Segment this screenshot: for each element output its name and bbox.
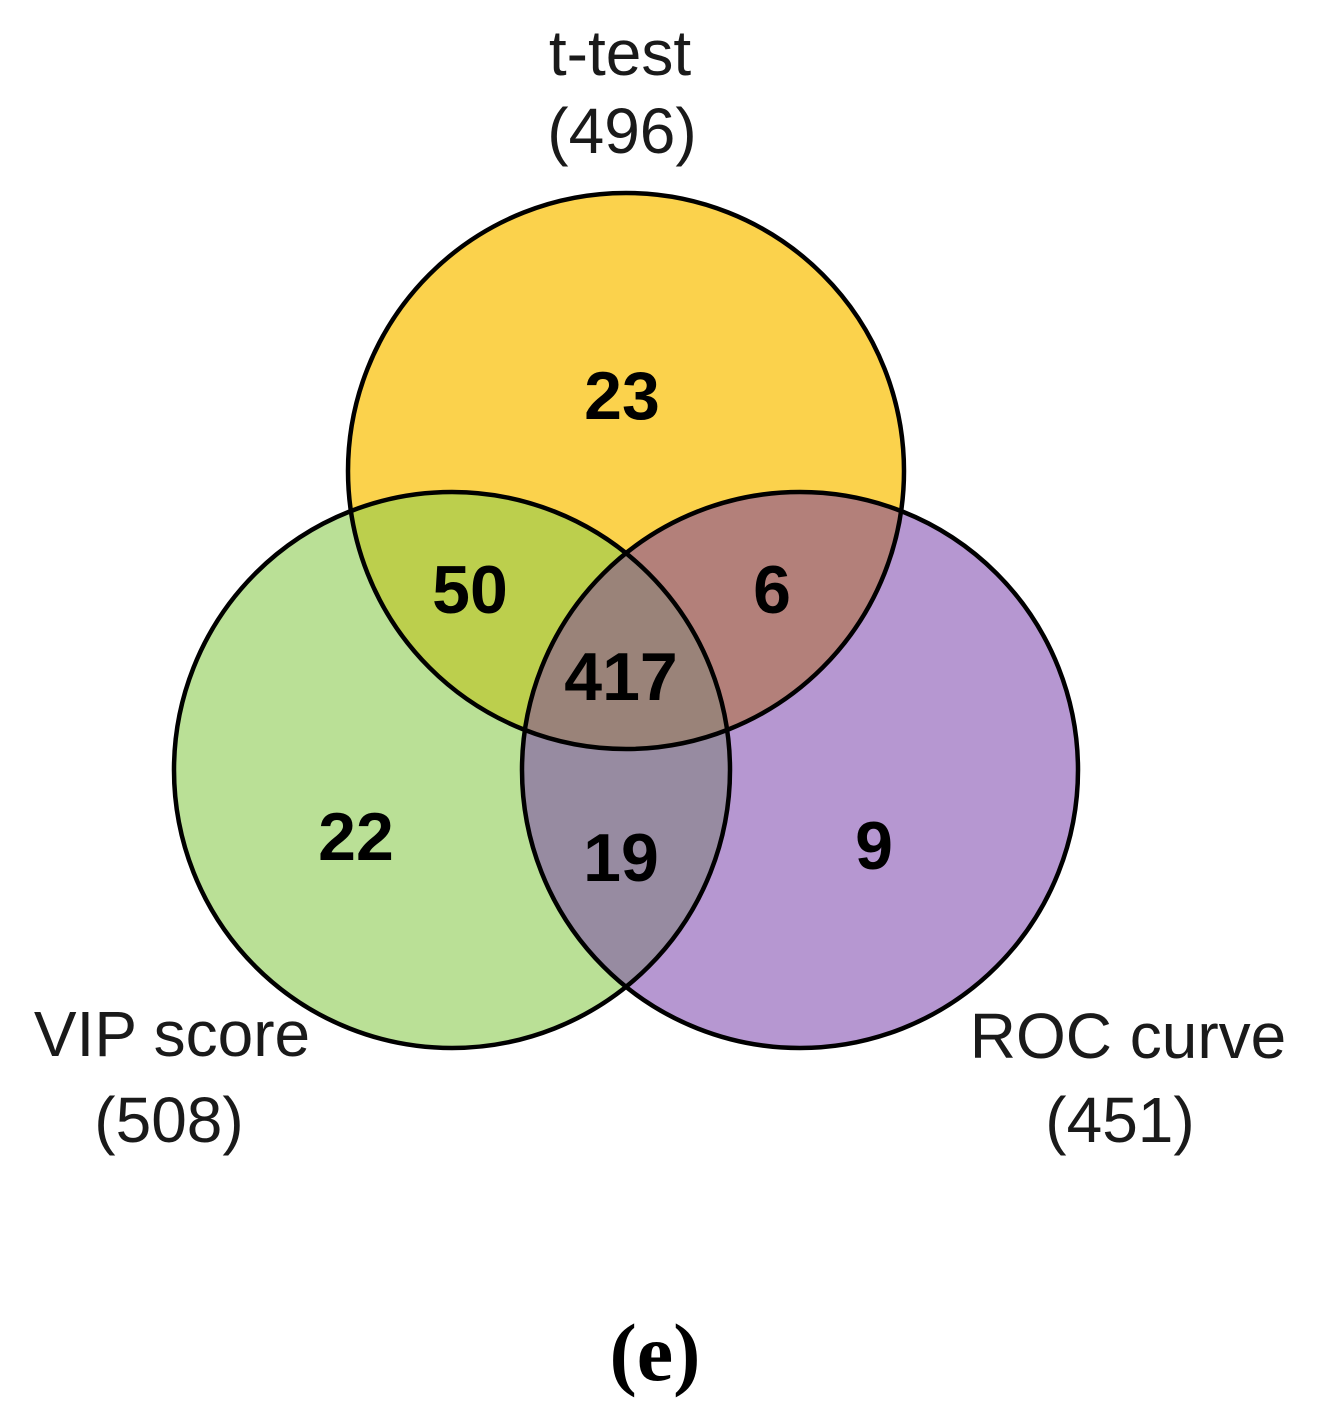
count-t-test-roc: 6: [753, 552, 791, 628]
vip-score-label: VIP score: [34, 998, 310, 1070]
overlap-center-inner: [522, 492, 730, 749]
count-all-three: 417: [564, 639, 677, 715]
count-vip-roc: 19: [583, 820, 659, 896]
figure-caption: (e): [609, 1307, 700, 1398]
overlap-center-outer: [522, 492, 730, 749]
roc-curve-label: ROC curve: [970, 1000, 1287, 1072]
t-test-label: t-test: [549, 17, 691, 89]
count-roc-only: 9: [855, 808, 893, 884]
vip-score-total: (508): [94, 1084, 243, 1156]
roc-curve-circle-outline: [519, 489, 1081, 1051]
roc-curve-total: (451): [1045, 1084, 1194, 1156]
t-test-total: (496): [547, 95, 696, 167]
count-vip-only: 22: [318, 799, 394, 875]
count-t-test-vip: 50: [432, 552, 508, 628]
count-t-test-only: 23: [584, 358, 660, 434]
t-test-circle-outline: [345, 190, 907, 752]
overlap-all-three: [522, 492, 730, 749]
vip-score-circle-outline: [171, 489, 733, 1051]
